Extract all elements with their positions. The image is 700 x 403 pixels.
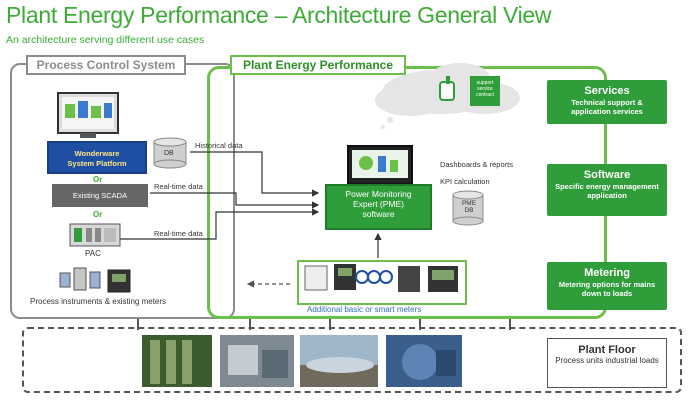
historical-data-label: Historical data xyxy=(195,141,243,150)
instruments-label: Process instruments & existing meters xyxy=(30,297,167,306)
plant-photo-3 xyxy=(300,335,378,387)
wonderware-line2: System Platform xyxy=(67,159,127,168)
meters-label: Additional basic or smart meters xyxy=(307,305,422,314)
realtime-data-label-1: Real-time data xyxy=(154,182,203,191)
scada-box: Existing SCADA xyxy=(52,184,148,207)
support-contract-text: support service contract xyxy=(472,80,498,98)
pme-db-line2: DB xyxy=(464,207,474,214)
or-label-2: Or xyxy=(93,210,103,219)
services-title: Services xyxy=(584,85,630,97)
plant-photo-4 xyxy=(386,335,462,387)
wonderware-box: Wonderware System Platform xyxy=(47,141,147,174)
pac-label: PAC xyxy=(85,249,101,258)
process-control-label: Process Control System xyxy=(26,55,186,75)
contract-line2: service xyxy=(477,86,493,92)
pme-line2: Expert (PME) xyxy=(352,199,404,209)
scada-monitor-icon xyxy=(57,92,119,138)
software-box: Software Specific energy management appl… xyxy=(547,164,667,216)
contract-line3: contract xyxy=(476,92,494,98)
pme-software-box: Power Monitoring Expert (PME) software xyxy=(325,184,432,230)
pme-line1: Power Monitoring xyxy=(345,189,412,199)
plant-energy-label: Plant Energy Performance xyxy=(230,55,406,75)
page-title: Plant Energy Performance – Architecture … xyxy=(6,2,552,28)
plant-photo-1 xyxy=(142,335,212,387)
hand-icon xyxy=(439,76,455,101)
metering-title: Metering xyxy=(584,267,630,279)
kpi-label: KPI calculation xyxy=(440,177,490,186)
historical-data-line xyxy=(190,151,320,197)
pme-db-label: PME DB xyxy=(459,200,479,214)
pac-device-icon xyxy=(69,223,121,247)
metering-desc: Metering options for mains down to loads xyxy=(558,280,656,298)
meters-box xyxy=(297,260,467,305)
process-instruments-icon xyxy=(59,267,131,293)
software-desc: Specific energy management application xyxy=(555,182,659,200)
pme-line3: software xyxy=(362,209,395,219)
wonderware-line1: Wonderware xyxy=(74,149,120,158)
or-label-1: Or xyxy=(93,175,103,184)
db-cylinder-icon xyxy=(153,137,187,169)
plant-floor-frame xyxy=(22,327,682,393)
db-label: DB xyxy=(164,150,174,157)
meter-devices-icon xyxy=(304,264,458,292)
pme-monitor-icon xyxy=(347,145,413,188)
plant-floor-title: Plant Floor xyxy=(578,344,636,356)
realtime-data-label-2: Real-time data xyxy=(154,229,203,238)
pme-db-cylinder-icon xyxy=(452,190,484,226)
services-box: Services Technical support & application… xyxy=(547,80,667,124)
page-subtitle: An architecture serving different use ca… xyxy=(6,34,205,46)
metering-box: Metering Metering options for mains down… xyxy=(547,262,667,310)
support-contract-icon xyxy=(470,76,500,106)
contract-line1: support xyxy=(476,80,494,86)
realtime-data-line-1 xyxy=(150,192,320,209)
pme-db-line1: PME xyxy=(461,200,477,207)
software-title: Software xyxy=(583,169,631,181)
services-desc: Technical support & application services xyxy=(571,98,643,116)
plant-floor-desc: Process units industrial loads xyxy=(555,356,659,365)
plant-photo-2 xyxy=(220,335,294,387)
dashboards-label: Dashboards & reports xyxy=(440,160,513,169)
realtime-data-line-2 xyxy=(118,208,320,240)
plant-floor-box: Plant Floor Process units industrial loa… xyxy=(547,338,667,388)
